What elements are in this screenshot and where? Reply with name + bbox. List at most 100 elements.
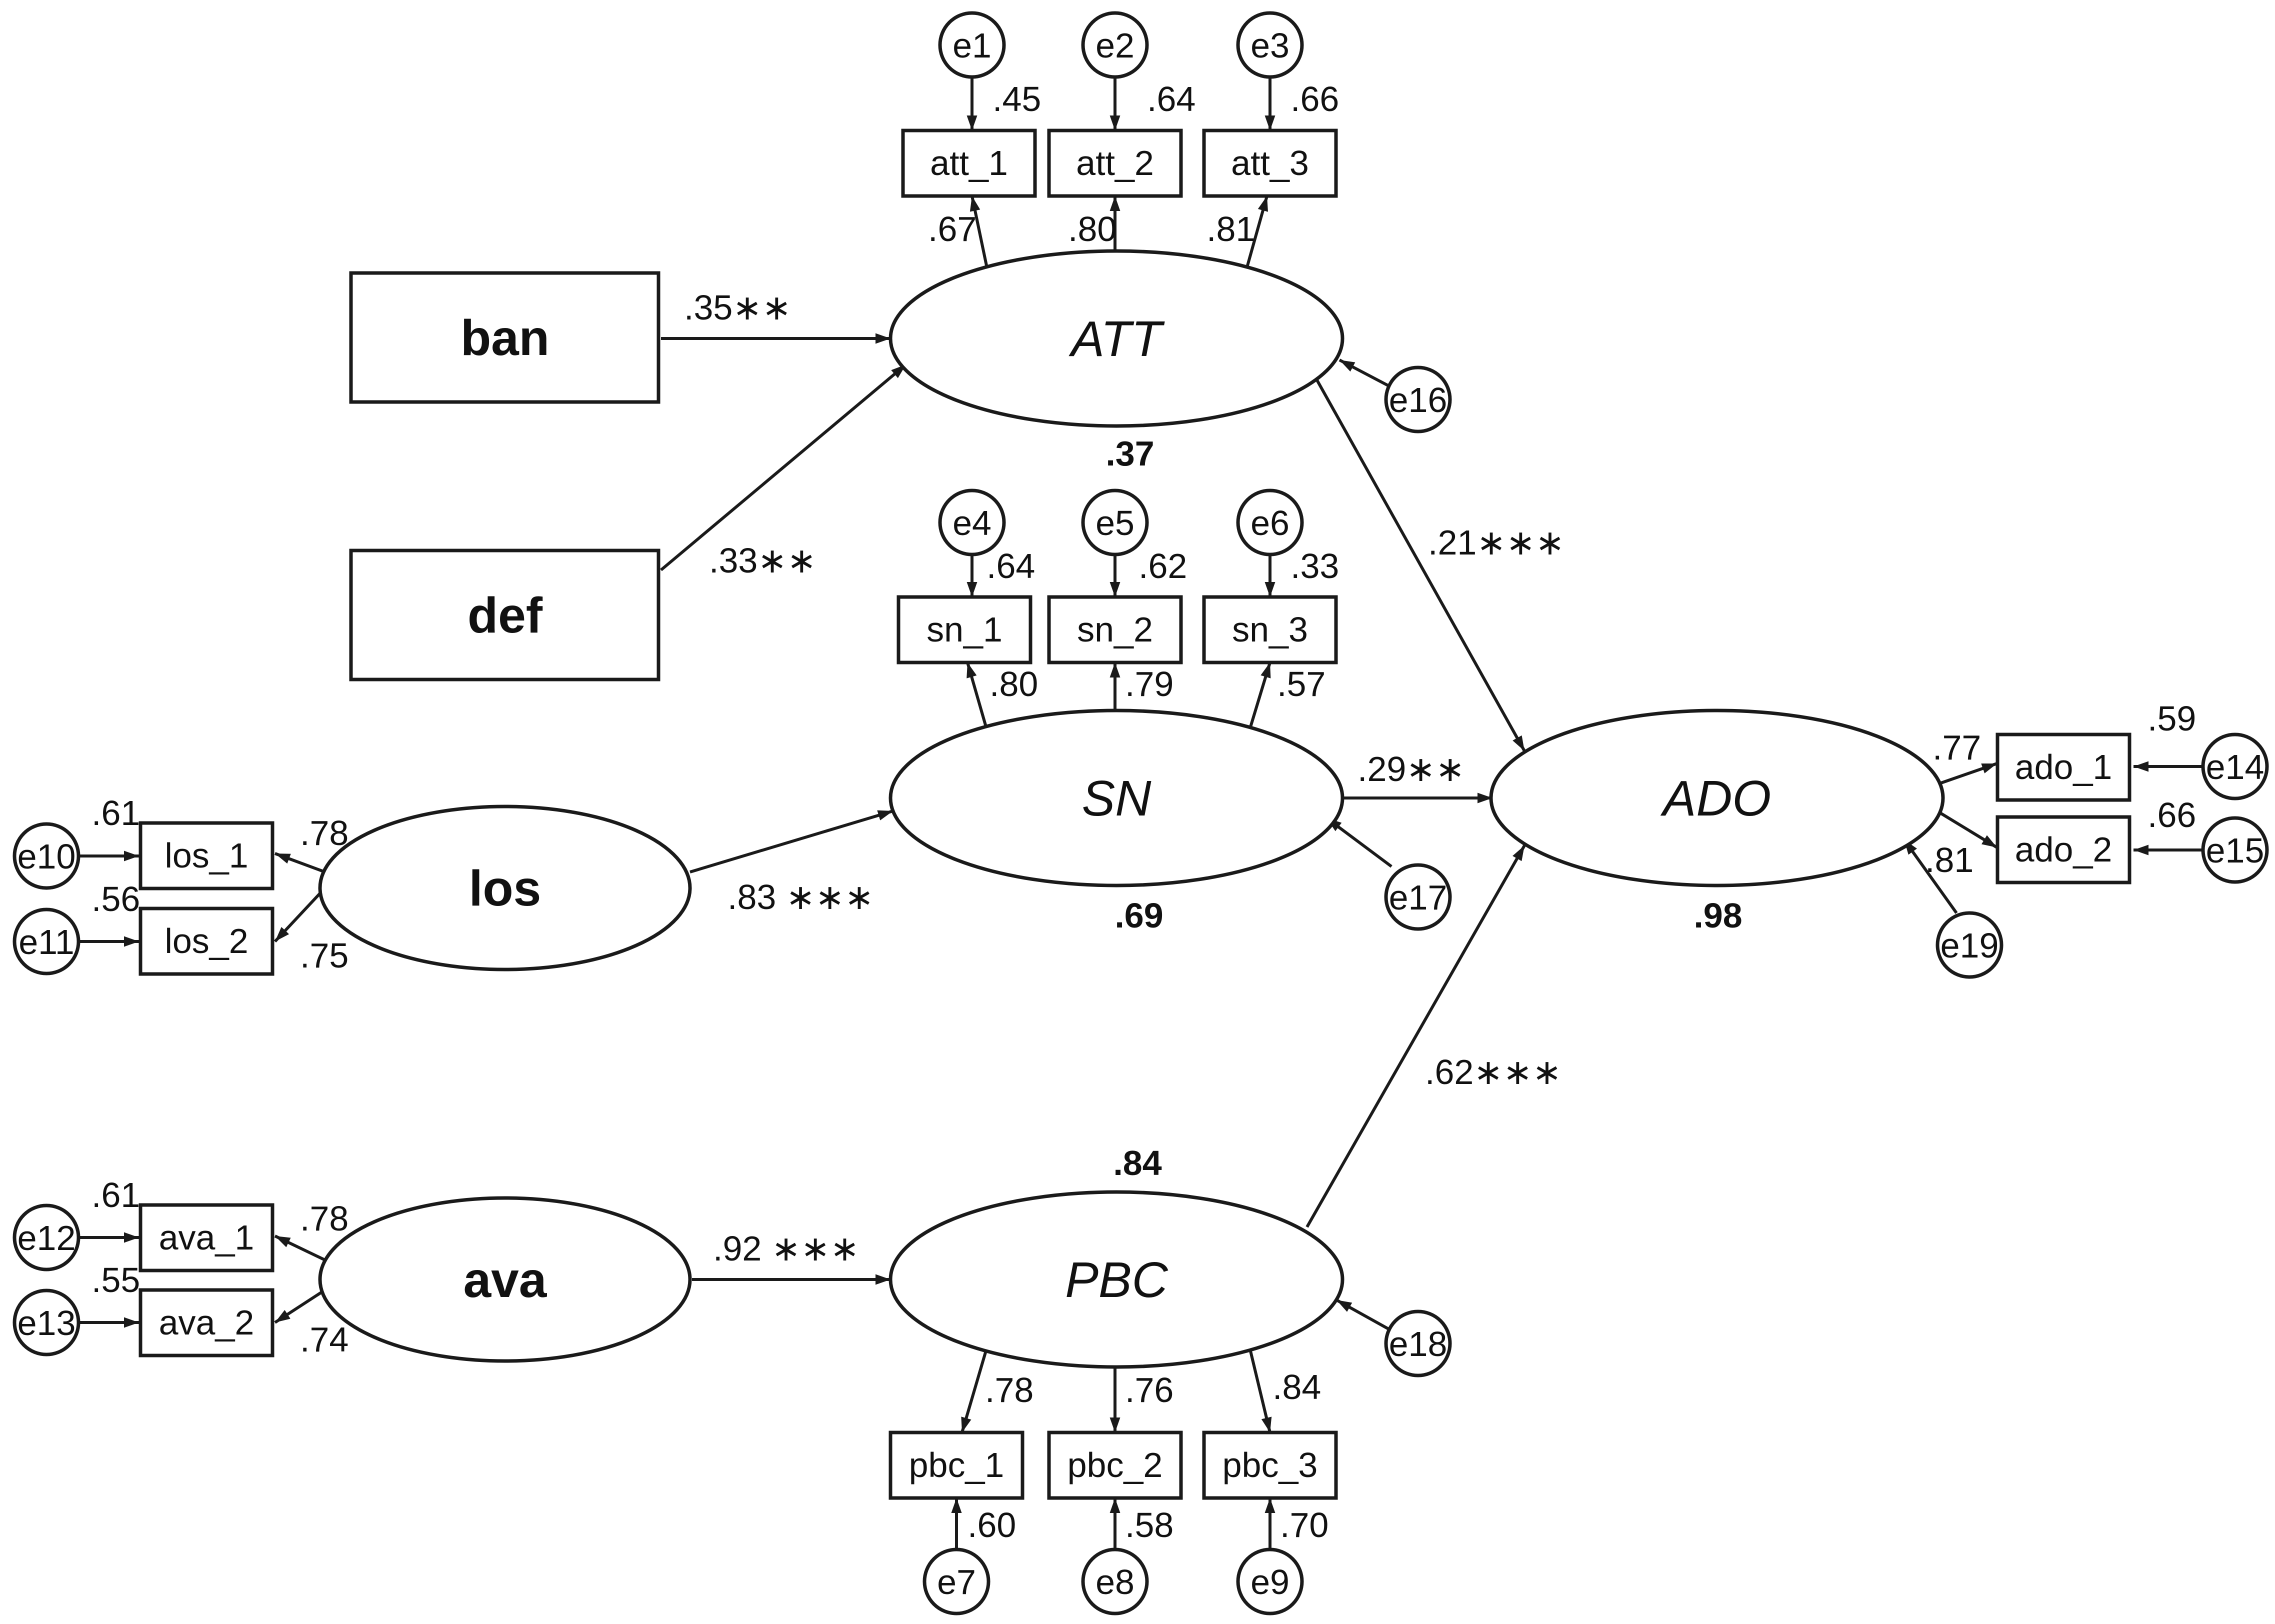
err-e17-sn [1326,816,1392,868]
loading-ado-2-value: .81 [1925,840,1974,880]
item-r2-att-3: .66 [1290,80,1339,118]
loading-pbc-2-value: .76 [1125,1370,1174,1410]
loading-ado-1 [1939,762,1998,785]
latent-ava [318,1196,692,1363]
item-r2-att-1: .45 [992,80,1041,118]
err-e16-att [1338,358,1390,388]
error-e15 [2201,816,2269,884]
loading-sn-1-value: .80 [990,664,1038,704]
indicator-pbc-1 [888,1430,1024,1500]
error-e5-label: e5 [1096,504,1134,542]
item-r2-ava-1: .61 [92,1176,140,1214]
loading-los-2 [274,886,326,943]
error-e2 [1081,11,1149,79]
loading-ado-1-value: .77 [1932,728,1981,767]
err-e19-ado [1902,838,1958,914]
err-e18-pbc [1336,1298,1390,1331]
loading-pbc-1-value: .78 [985,1370,1034,1410]
error-e18-label: e18 [1389,1324,1448,1364]
error-e8-label: e8 [1096,1562,1134,1602]
indicator-sn-2 [1047,595,1183,664]
indicator-ado-1-label: ado_1 [2015,748,2112,786]
indicator-att-2-label: att_2 [1076,144,1154,182]
item-r2-ava-2: .55 [92,1260,140,1300]
error-e13-label: e13 [18,1304,76,1342]
indicator-att-3 [1202,128,1338,198]
path-def-att [660,363,907,572]
error-e17-label: e17 [1389,878,1448,917]
loading-sn-1 [966,662,988,729]
indicator-ava-1 [138,1203,274,1272]
error-e3-label: e3 [1250,26,1290,65]
edges [78,68,2206,1551]
indicator-ava-2-label: ava_2 [159,1303,254,1342]
indicator-pbc-2-label: pbc_2 [1068,1446,1163,1484]
loading-pbc-3 [1248,1348,1272,1433]
loading-ava-2 [274,1288,326,1324]
path-coef-sn-ado: .29∗∗ [1358,750,1465,788]
loading-ava-1 [274,1234,326,1262]
path-coef-pbc-ado: .62∗∗∗ [1425,1052,1562,1092]
item-r2-att-2: .64 [1147,80,1196,118]
latent-pbc [888,1190,1344,1369]
error-e15-label: e15 [2206,831,2264,870]
indicator-ava-1-label: ava_1 [159,1218,254,1257]
loading-att-2-value: .80 [1068,210,1116,248]
indicator-att-1 [901,128,1037,198]
error-e12 [12,1204,80,1272]
error-e6-label: e6 [1250,504,1290,542]
label-ado: ADO [1660,770,1772,826]
indicator-sn-3-label: sn_3 [1232,610,1308,649]
error-e7 [922,1548,990,1616]
item-r2-pbc-2: .58 [1125,1506,1174,1544]
error-e16-label: e16 [1389,380,1448,420]
error-e10-label: e10 [18,837,76,876]
label-def: def [468,588,543,644]
error-e7-label: e7 [937,1562,976,1602]
path-coef-att-ado: .21∗∗∗ [1428,523,1564,562]
latent-r2-ado: .98 [1694,896,1742,935]
error-e5 [1081,488,1149,556]
nodes: ban def ATT SN PBC ADO los ava att_1 att… [12,11,2269,1616]
latent-r2-att: .37 [1106,434,1154,473]
indicator-ado-1 [1996,732,2132,802]
indicator-sn-3 [1202,595,1338,664]
error-e3 [1236,11,1304,79]
latent-r2-sn: .69 [1114,896,1163,935]
path-coef-ava-pbc: .92 ∗∗∗ [713,1229,860,1268]
indicator-att-1-label: att_1 [930,144,1008,182]
item-r2-ado-1: .59 [2148,699,2196,738]
error-e4 [938,488,1006,556]
loading-att-1 [970,196,988,266]
error-e17 [1384,863,1452,931]
path-coef-def-att: .33∗∗ [709,541,816,580]
item-r2-los-2: .56 [92,880,140,918]
latent-ado [1489,708,1945,888]
loading-sn-2-value: .79 [1125,664,1174,704]
loading-att-1-value: .67 [928,210,976,248]
error-e11-label: e11 [18,922,74,962]
coefficient-labels: .35∗∗ .33∗∗ .83 ∗∗∗ .92 ∗∗∗ .21∗∗∗ .29∗∗… [92,80,2196,1544]
indicator-ava-2 [138,1288,274,1358]
path-pbc-ado [1306,844,1526,1228]
error-e2-label: e2 [1096,26,1134,65]
loading-sn-3-value: .57 [1277,664,1326,704]
latent-los [318,804,692,972]
loading-att-3-value: .81 [1206,210,1255,248]
indicator-sn-1-label: sn_1 [926,610,1002,649]
item-r2-los-1: .61 [92,794,140,832]
indicator-ado-2 [1996,815,2132,884]
label-los: los [469,860,541,916]
error-e16 [1384,366,1452,434]
error-e11 [12,908,80,976]
error-e12-label: e12 [18,1218,76,1258]
path-coef-ban-att: .35∗∗ [684,288,792,327]
item-r2-sn-2: .62 [1138,546,1187,586]
error-e1-label: e1 [952,26,992,65]
error-e10 [12,822,80,890]
loading-pbc-3-value: .84 [1272,1368,1321,1406]
loading-ado-2 [1938,811,1998,849]
label-ava: ava [464,1252,548,1308]
latent-att [888,249,1344,428]
label-pbc: PBC [1065,1252,1168,1308]
